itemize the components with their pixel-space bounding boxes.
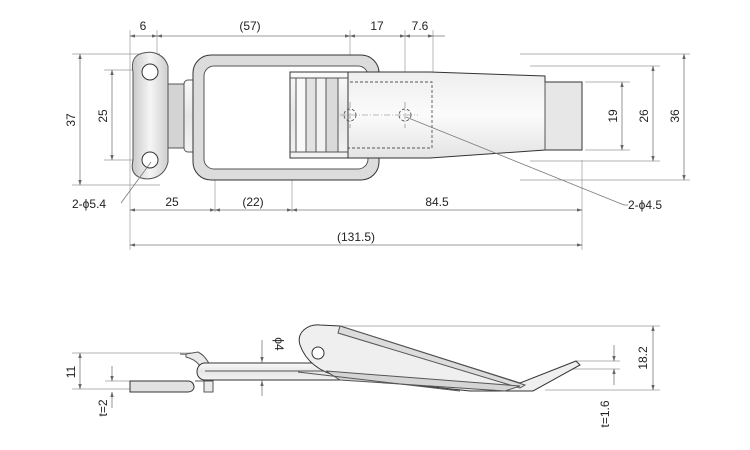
dim-base-thickness: t=2	[96, 399, 110, 416]
dim-catch-length: 84.5	[425, 195, 449, 209]
side-dimensions	[78, 325, 655, 408]
top-view: 6 (57) 17 7.6 25 (22) 84.5 (131.5) 2-ϕ5.…	[64, 19, 690, 250]
top-horizontal-dimensions	[129, 34, 583, 247]
dim-hole-spacing: 25	[96, 109, 110, 123]
dim-pin-diameter: ϕ4	[272, 337, 286, 351]
dim-hole-pitch: 7.6	[412, 19, 429, 33]
dim-loop-length: (57)	[239, 19, 260, 33]
callout-catch-holes: 2-ϕ4.5	[628, 198, 662, 212]
callout-base-holes: 2-ϕ5.4	[72, 197, 106, 211]
catch-holes	[340, 102, 418, 128]
dim-catch-inner: 19	[606, 109, 620, 123]
base-hole-top	[141, 63, 159, 81]
dim-gap: (22)	[242, 195, 263, 209]
side-view: 11 t=2 ϕ4 18.2 t=1.6	[64, 324, 660, 428]
dim-plate-length: 25	[165, 195, 179, 209]
dim-hole-offset: 17	[370, 19, 384, 33]
dim-catch-height: 18.2	[636, 346, 650, 370]
side-pivot-hole	[311, 346, 325, 360]
dim-catch-body: 26	[637, 109, 651, 123]
dim-catch-thickness: t=1.6	[598, 400, 612, 427]
dim-base-height: 37	[64, 113, 78, 127]
dim-side-base-height: 11	[64, 365, 78, 378]
dim-ear-width: 6	[140, 19, 147, 33]
top-leaders	[120, 116, 628, 206]
side-dimension-labels: 11 t=2 ϕ4 18.2 t=1.6	[64, 337, 650, 427]
top-dimension-labels: 6 (57) 17 7.6 25 (22) 84.5 (131.5) 2-ϕ5.…	[64, 19, 682, 244]
top-vertical-dimensions	[78, 53, 686, 186]
base-hole-bottom	[141, 151, 159, 169]
dim-overall-length: (131.5)	[337, 230, 375, 244]
pivot-hinge	[289, 71, 349, 159]
dim-catch-outer: 36	[668, 109, 682, 123]
side-catch	[297, 324, 581, 392]
